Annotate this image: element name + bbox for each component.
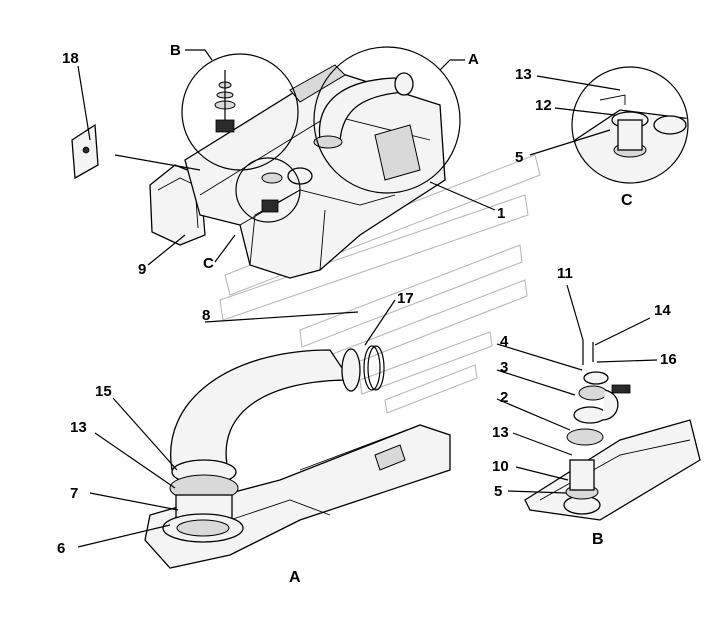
callout-view-a-ref: A [468, 51, 479, 68]
detail-view-c [574, 94, 687, 182]
callout-8: 8 [202, 307, 210, 324]
callout-7: 7 [70, 485, 78, 502]
callout-view-b-ref: B [170, 42, 181, 59]
view-c-label: C [621, 192, 633, 209]
callout-17: 17 [397, 290, 414, 307]
callout-13-c: 13 [515, 66, 532, 83]
callout-11: 11 [557, 265, 573, 282]
callout-6: 6 [57, 540, 65, 557]
callout-5-b: 5 [494, 483, 502, 500]
detail-circle-c [235, 157, 301, 223]
view-b-label: B [592, 531, 604, 548]
callout-12: 12 [535, 97, 552, 114]
callout-1: 1 [497, 205, 505, 222]
detail-view-a [144, 345, 451, 569]
watermark-logo [219, 154, 541, 414]
detail-view-b [524, 340, 701, 521]
callout-16: 16 [660, 351, 677, 368]
callout-18: 18 [62, 50, 79, 67]
main-tank-assembly [71, 64, 446, 279]
detail-circle-a [313, 46, 461, 194]
callout-3: 3 [500, 359, 508, 376]
callout-13-b: 13 [492, 424, 509, 441]
detail-circle-b [181, 53, 299, 171]
callout-5-c: 5 [515, 149, 523, 166]
detail-view-c-circle [571, 66, 689, 184]
callout-2: 2 [500, 389, 508, 406]
callout-10: 10 [492, 458, 509, 475]
callout-13-a: 13 [70, 419, 87, 436]
callout-14: 14 [654, 302, 671, 319]
callout-15: 15 [95, 383, 112, 400]
callout-9: 9 [138, 261, 146, 278]
leader-lines [77, 49, 658, 548]
callout-view-c-ref: C [203, 255, 214, 272]
callout-4: 4 [500, 333, 509, 350]
view-a-label: A [289, 569, 301, 586]
